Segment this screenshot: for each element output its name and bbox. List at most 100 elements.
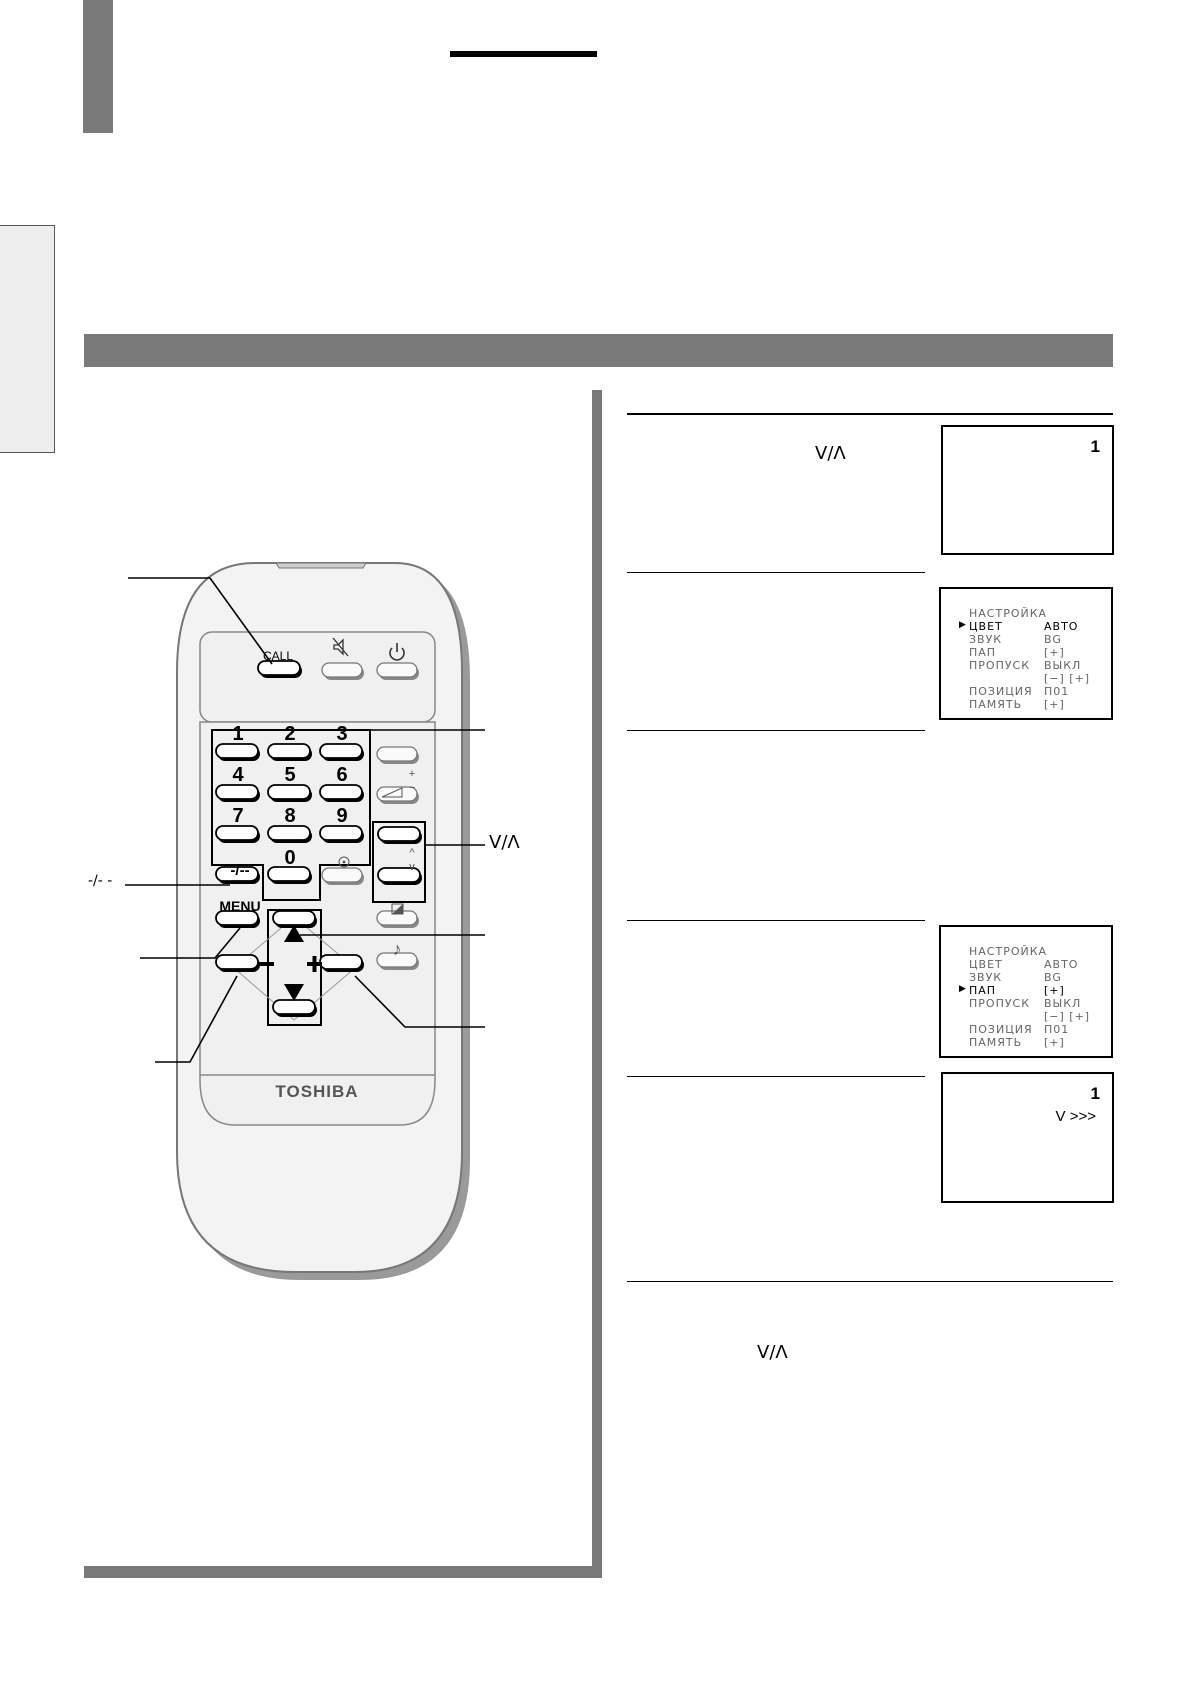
call-button[interactable] bbox=[257, 660, 301, 676]
digit-0-label: 0 bbox=[284, 847, 295, 869]
volume-icon: + − bbox=[381, 768, 415, 798]
tv-screen-1: 1 bbox=[941, 425, 1114, 555]
svg-text:^: ^ bbox=[409, 847, 415, 859]
menu-row-label: ЗВУК bbox=[969, 971, 1003, 984]
channel-number: 1 bbox=[1090, 437, 1100, 456]
menu-row-label: ПАМЯТЬ bbox=[969, 698, 1023, 711]
channel-down-button[interactable] bbox=[377, 867, 421, 883]
digit-4-button[interactable] bbox=[215, 784, 259, 800]
rule-bottom bbox=[627, 1281, 1113, 1282]
mute-icon bbox=[332, 637, 349, 657]
callout-digit-mode: -/- - bbox=[88, 873, 113, 889]
menu-row-value: [−] [+] bbox=[1044, 672, 1091, 685]
menu-button[interactable] bbox=[215, 910, 259, 926]
leader-plus bbox=[354, 975, 485, 1028]
minus-icon bbox=[259, 962, 274, 966]
menu-row-value: BG bbox=[1044, 971, 1062, 984]
svg-text:+: + bbox=[409, 768, 415, 780]
menu-row-label: ПРОПУСК bbox=[969, 659, 1031, 672]
panel-divider-bottom bbox=[84, 1566, 602, 1578]
selection-pointer-icon: ▶ bbox=[959, 984, 967, 994]
channel-number: 1 bbox=[1090, 1084, 1100, 1103]
down-button[interactable] bbox=[272, 999, 316, 1015]
mute-button[interactable] bbox=[321, 662, 363, 678]
digit-mode-button[interactable] bbox=[215, 866, 259, 882]
digit-1-label: 1 bbox=[232, 723, 243, 745]
digit-8-button[interactable] bbox=[267, 825, 311, 841]
menu-row-value: [−] [+] bbox=[1044, 1010, 1091, 1023]
power-button[interactable] bbox=[376, 662, 418, 678]
plus-button[interactable] bbox=[319, 954, 363, 970]
menu-row-value: АВТО bbox=[1044, 620, 1079, 633]
leader-call bbox=[128, 577, 273, 665]
menu-row-label: ПОЗИЦИЯ bbox=[969, 1023, 1033, 1036]
callout-program-updown: V/Λ bbox=[489, 832, 520, 853]
menu-row-label: ЗВУК bbox=[969, 633, 1003, 646]
digit-6-button[interactable] bbox=[319, 784, 363, 800]
digit-2-label: 2 bbox=[284, 723, 295, 745]
arrow-down-icon bbox=[284, 984, 304, 1001]
input-icon bbox=[338, 856, 350, 868]
digit-9-label: 9 bbox=[336, 805, 347, 827]
menu-row-value: АВТО bbox=[1044, 958, 1079, 971]
menu-row-value: П01 bbox=[1044, 1023, 1070, 1036]
final-symbol: V/Λ bbox=[757, 1342, 788, 1363]
sound-mode-button[interactable] bbox=[376, 952, 418, 968]
digit-4-label: 4 bbox=[232, 764, 244, 786]
digit-0-button[interactable] bbox=[267, 866, 311, 882]
digit-6-label: 6 bbox=[336, 764, 347, 786]
digit-9-button[interactable] bbox=[319, 825, 363, 841]
rule-step2 bbox=[627, 572, 925, 573]
svg-text:−: − bbox=[409, 782, 415, 794]
up-button[interactable] bbox=[272, 910, 316, 926]
menu-row-label: ПРОПУСК bbox=[969, 997, 1031, 1010]
picture-mode-icon bbox=[391, 903, 404, 915]
menu-row-value: [+] bbox=[1044, 984, 1065, 997]
remote-control-illustration: CALL 1 2 3 4 5 6 7 8 9 0 -/-- MENU + − ^ v ♪ TOSH… bbox=[125, 562, 485, 1280]
menu-button-label: MENU bbox=[219, 898, 260, 914]
tv-screen-2: 1 V >>> bbox=[941, 1072, 1114, 1203]
menu-row-label: ПОЗИЦИЯ bbox=[969, 685, 1033, 698]
digit-3-button[interactable] bbox=[319, 743, 363, 759]
header-accent-bar bbox=[83, 0, 113, 133]
section-band bbox=[84, 334, 1113, 367]
digit-5-button[interactable] bbox=[267, 784, 311, 800]
digit-7-button[interactable] bbox=[215, 825, 259, 841]
rule-step5 bbox=[627, 1076, 925, 1077]
menu-title: НАСТРОЙКА bbox=[969, 607, 1048, 620]
menu-title: НАСТРОЙКА bbox=[969, 945, 1048, 958]
svg-text:v: v bbox=[409, 861, 415, 873]
menu-row-value: [+] bbox=[1044, 646, 1065, 659]
leader-minus bbox=[155, 975, 238, 1063]
digit-1-button[interactable] bbox=[215, 743, 259, 759]
right-blank-button[interactable] bbox=[376, 746, 418, 762]
call-label: CALL bbox=[263, 649, 293, 663]
step1-symbol: V/Λ bbox=[815, 443, 846, 464]
digit-3-label: 3 bbox=[336, 723, 347, 745]
menu-row-label: ПАМЯТЬ bbox=[969, 1036, 1023, 1049]
remote-brand: TOSHIBA bbox=[275, 1082, 358, 1101]
menu-row-value: [+] bbox=[1044, 1036, 1065, 1049]
selection-pointer-icon: ▶ bbox=[959, 620, 967, 630]
digit-7-label: 7 bbox=[232, 805, 243, 827]
menu-row-label: ПАП bbox=[969, 984, 997, 997]
menu-row-value: BG bbox=[1044, 633, 1062, 646]
title-underline bbox=[450, 51, 597, 57]
menu-row-value: П01 bbox=[1044, 685, 1070, 698]
power-icon bbox=[389, 643, 405, 661]
arrow-up-icon bbox=[284, 925, 304, 942]
menu-row-label: ЦВЕТ bbox=[969, 958, 1003, 971]
leader-menu bbox=[140, 927, 241, 959]
menu-row-value: [+] bbox=[1044, 698, 1065, 711]
sound-icon: ♪ bbox=[393, 939, 402, 959]
digit-8-label: 8 bbox=[284, 805, 295, 827]
search-indicator: V >>> bbox=[1055, 1108, 1096, 1125]
digit-5-label: 5 bbox=[284, 764, 295, 786]
minus-button[interactable] bbox=[215, 954, 259, 970]
digit-2-button[interactable] bbox=[267, 743, 311, 759]
channel-up-button[interactable] bbox=[377, 826, 421, 842]
digit-mode-button-label: -/-- bbox=[230, 862, 249, 879]
input-button[interactable] bbox=[321, 867, 363, 883]
